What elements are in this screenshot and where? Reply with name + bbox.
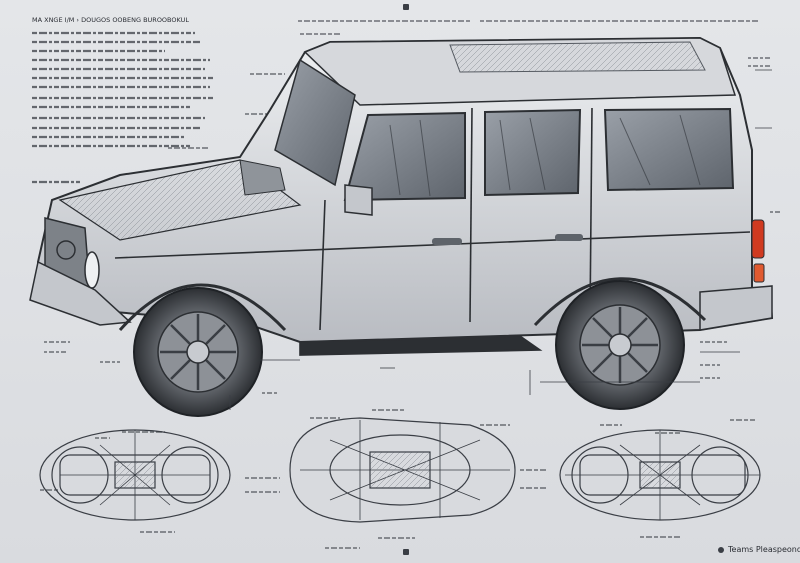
center-drivetrain-plan	[289, 417, 516, 523]
header-notes: MA XNGE I/M › DOUGOS OOBENG BUROOBOKUL	[32, 16, 215, 184]
front-wheel	[133, 287, 263, 417]
sheet-title: MA XNGE I/M › DOUGOS OOBENG BUROOBOKUL	[32, 16, 189, 24]
rear-chassis-plan	[559, 429, 761, 521]
corner-caption: Teams Pleaspeond Sarik	[728, 545, 800, 554]
top-callouts	[168, 20, 760, 149]
sheet-markers	[403, 4, 724, 555]
plan-callouts	[40, 409, 755, 549]
rear-wheel	[555, 280, 685, 410]
dimension-callouts	[229, 69, 772, 410]
front-chassis-plan	[39, 429, 231, 521]
vehicle-side-view	[29, 36, 774, 417]
